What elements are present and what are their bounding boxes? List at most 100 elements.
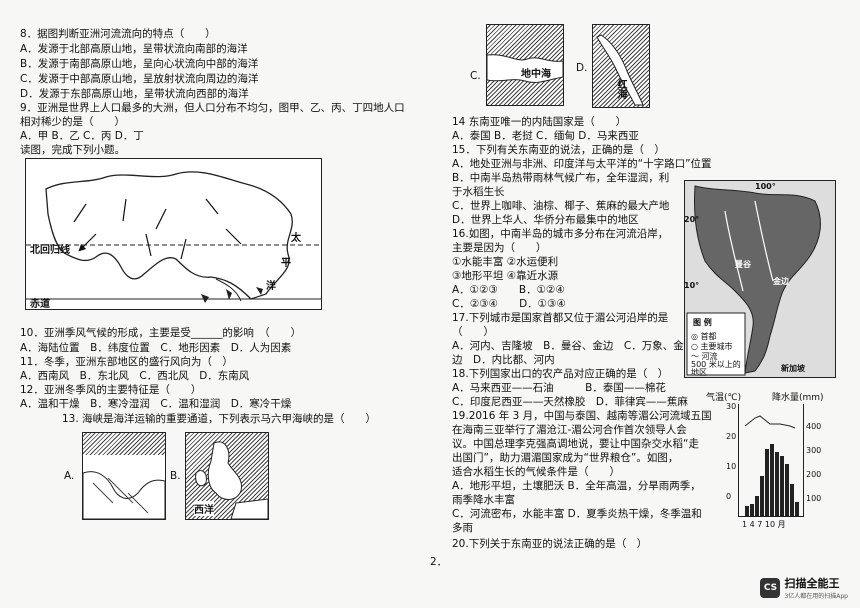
q18-options-ab: A．马来西亚——石油 B．泰国——棉花 [452,382,666,394]
climate-ylabel-left: 气温(℃) [706,393,742,403]
q11-options: A．西南风 B．东北风 C．西北风 D．东南风 [20,370,250,382]
red-sea-label: 红海 [615,79,626,99]
city-bangkok-label: 曼谷 [735,260,751,269]
q9-stem-cont: 相对稀少的是（ ） [20,116,125,128]
temp-tick-0: 0 [726,492,732,501]
q19-stem-5: 适合水稻生长的气候条件是（ ） [452,466,620,478]
longitude-100-label: 100° [755,182,776,191]
q12-options: A．温和干燥 B．寒冷湿润 C．温和湿润 D．寒冷干燥 [20,398,292,410]
atlantic-label: 西洋 [194,501,214,516]
q8-option-a: A．发源于北部高原山地，呈带状流向南部的海洋 [20,43,248,55]
tropic-of-cancer-label: 北回归线 [30,245,70,256]
strait-figure-d: 红海 [592,24,650,108]
q13-option-d: D. [576,62,588,74]
q9-stem: 9．亚洲是世界上人口最多的大洲，但人口分布不均匀，图甲、乙、丙、丁四地人口 [20,102,405,114]
q16-items-2: ③地形平坦 ④靠近水源 [452,270,559,282]
asia-map: 北回归线 太 平 洋 赤道 [25,158,322,310]
q17-stem: 17.下列城市是国家首都又位于湄公河沿岸的是 [452,312,669,324]
pacific-label-3: 洋 [266,281,276,292]
q16-options-ab: A．①②③ B．①②④ [452,284,565,296]
q19-stem-4: 出国门”，助力湄湄国家成为“世界粮仓”。如图， [452,452,679,464]
legend-highland: 500 米以上的地区 [691,360,741,377]
equator-label: 赤道 [30,299,50,310]
q20-stem: 20.下列关于东南亚的说法正确的是（ ） [452,538,648,550]
climate-xlabel: 1 4 7 10 月 [742,520,786,529]
precip-tick-300: 300 [806,446,822,455]
legend-capital: ◎ 首都 [691,332,717,341]
watermark-subtitle: 3亿人都在用的扫描App [784,593,848,600]
q17-stem-cont: （ ） [452,326,494,338]
precip-tick-400: 400 [806,422,822,431]
strait-figure-b: 西洋 [185,432,269,520]
precip-tick-200: 200 [806,470,822,479]
q8-option-d: D．发源于东部高原山地，呈带状流向西部的海洋 [20,88,249,100]
pacific-label-2: 平 [281,258,291,269]
q12-stem: 12．亚洲冬季风的主要特征是（ ） [20,384,202,396]
asia-map-drawing [26,171,321,303]
indochina-map: 100° 20° 10° 曼谷 金边 图 例 ◎ 首都 ○ 主要城市 ～ 河流 … [684,180,836,378]
scanner-watermark: CS 扫描全能王 3亿人都在用的扫描App [760,575,848,600]
climate-chart-frame [738,404,804,517]
q14-stem: 14 东南亚唯一的内陆国家是（ ） [452,116,627,128]
q16-stem: 16.如图，中南半岛的城市多分布在河流沿岸， [452,228,669,240]
legend-title: 图 例 [693,318,712,327]
temp-tick-10: 10 [726,462,737,471]
q19-option-ab: A．地形平坦，土壤肥沃 B．全年高温，分旱雨两季， [452,480,701,492]
indochina-map-drawing [685,181,835,377]
q19-option-d-cont: 多雨 [452,522,473,534]
q18-options-cd: C．印度尼西亚——天然橡胶 D．菲律宾——蕉麻 [452,396,688,408]
mediterranean-label: 地中海 [521,69,551,80]
q17-options-cont: 边 D．内比都、河内 [452,354,555,366]
legend-city: ○ 主要城市 [691,342,733,351]
strait-a-drawing [83,471,165,519]
q15-option-a: A．地处亚洲与非洲、印度洋与太平洋的“十字路口”位置 [452,158,712,170]
strait-d-drawing [596,34,644,106]
page-number: 2． [430,556,448,568]
q15-option-d: D．世界上华人、华侨分布最集中的地区 [452,214,639,226]
q8-stem: 8．据图判断亚洲河流流向的特点（ ） [20,28,216,40]
q19-stem-2: 在海南三亚举行了湄沧江-湄公河合作首次领导人会 [452,424,687,436]
strait-figure-a [82,432,166,520]
precip-tick-100: 100 [806,494,822,503]
q15-stem: 15．下列有关东南亚的说法，正确的是（ ） [452,144,665,156]
climate-ylabel-right: 降水量(mm) [772,393,824,403]
q11-stem: 11．冬季，亚洲东部地区的盛行风向为（ ） [20,356,233,368]
legend-river: ～ 河流 [691,352,718,361]
q8-option-b: B．发源于南部高原山地，呈向心状流向中部的海洋 [20,58,259,70]
pacific-label-1: 太 [291,233,301,244]
q10-stem: 10．亚洲季风气候的形成，主要是受______的影响 （ ） [20,327,302,339]
q15-option-c: C．世界上咖啡、油棕、椰子、蕉麻的最大产地 [452,200,670,212]
q14-options: A．泰国 B．老挝 C．缅甸 D．马来西亚 [452,130,639,142]
q16-options-cd: C．②③④ D．①③④ [452,298,566,310]
q15-option-b-cont: 于水稻生长 [452,186,505,198]
hatch-top-a [83,433,165,455]
latitude-20-label: 20° [684,215,700,224]
read-figure-instruction: 读图，完成下列小题。 [20,144,125,156]
q13-option-b: B. [170,470,181,482]
q13-stem: 13. 海峡是海洋运输的重要通道，下列表示马六甲海峡的是（ ） [62,413,377,425]
q10-options: A．海陆位置 B．纬度位置 C．地形因素 D．人为因素 [20,342,292,354]
q13-option-c: C. [470,70,481,82]
q16-stem-cont: 主要是因为（ ） [452,242,547,254]
city-singapore-label: 新加坡 [781,364,805,373]
q19-option-b-cont: 雨季降水丰富 [452,494,515,506]
q19-stem-3: 议。中国总理李克强高调地说，要让中国杂交水稻“走 [452,438,699,450]
climate-chart-svg [744,415,799,516]
q15-option-b: B．中南半岛热带雨林气候广布，全年湿润，利 [452,172,670,184]
q19-option-cd: C．河流密布，水能丰富 D．夏季炎热干燥，冬季温和 [452,508,702,520]
strait-figure-c: 地中海 [486,24,564,106]
q17-options: A．河内、吉隆坡 B．曼谷、金边 C．万象、金 [452,340,684,352]
strait-c-drawing [487,54,563,83]
q16-items-1: ①水能丰富 ②水运便利 [452,256,559,268]
q19-stem-1: 19.2016 年 3 月，中国与泰国、越南等湄公河流域五国 [452,410,712,422]
watermark-title: 扫描全能王 [784,577,840,590]
q8-option-c: C．发源于中部高原山地，呈放射状流向周边的海洋 [20,73,259,85]
strait-b-drawing [195,441,268,519]
q9-options: A．甲 B．乙 C．丙 D．丁 [20,130,144,142]
city-phnompenh-label: 金边 [773,277,789,286]
temp-tick-20: 20 [726,432,737,441]
q18-stem: 18.下列国家出口的农产品对应正确的是（ ） [452,368,669,380]
q13-option-a: A. [64,470,75,482]
temp-tick-30: 30 [726,402,737,411]
